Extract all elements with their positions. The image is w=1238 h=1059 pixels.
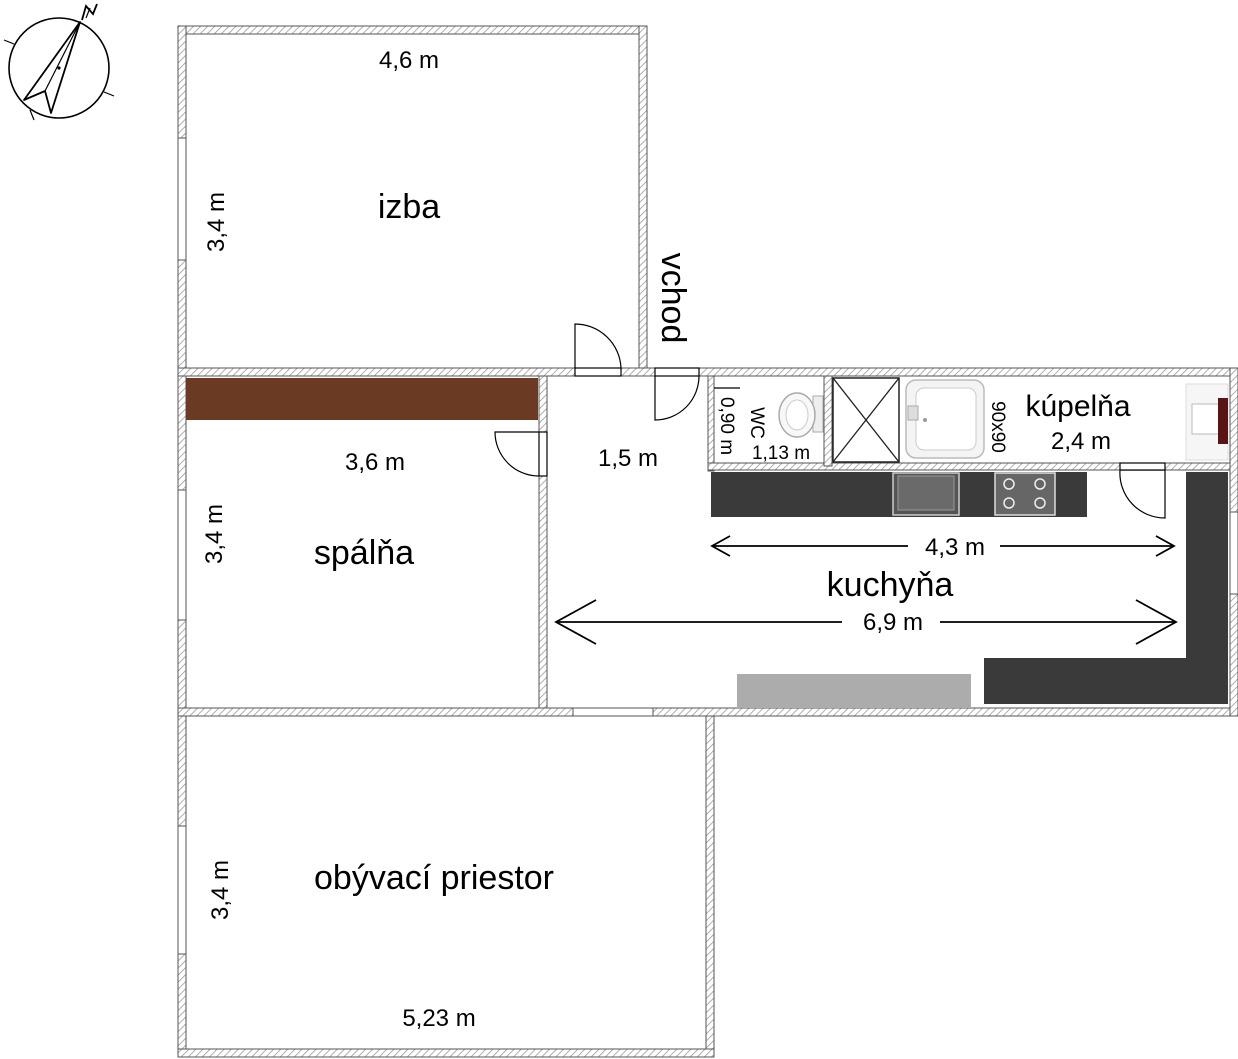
dimension-arrows bbox=[554, 535, 1178, 645]
kitchen-counter-right bbox=[1186, 472, 1228, 658]
compass bbox=[3, 3, 115, 121]
hall-width-label: 1,5 m bbox=[598, 445, 658, 472]
shower-size-label: 90x90 bbox=[987, 401, 1008, 453]
obyvaci-depth-label: 3,4 m bbox=[207, 860, 234, 920]
dining-table bbox=[737, 674, 971, 708]
sink-icon bbox=[892, 472, 960, 516]
counter-length-label: 4,3 m bbox=[925, 534, 985, 561]
obyvaci-name-label: obývací priestor bbox=[314, 859, 554, 897]
windows bbox=[177, 137, 1238, 955]
kupelna-width-label: 2,4 m bbox=[1051, 428, 1111, 455]
north-arrow-icon bbox=[81, 3, 98, 21]
toilet-icon bbox=[778, 392, 824, 438]
obyvaci-width-label: 5,23 m bbox=[402, 1005, 475, 1032]
wc-depth-label: 0,90 m bbox=[716, 397, 737, 455]
kuchyna-name-label: kuchyňa bbox=[827, 566, 954, 604]
kuchyna-length-label: 6,9 m bbox=[863, 609, 923, 636]
izba-name-label: izba bbox=[378, 188, 440, 226]
wardrobe bbox=[186, 378, 538, 420]
spalna-depth-label: 3,4 m bbox=[201, 504, 228, 564]
entrance-label: vchod bbox=[654, 253, 692, 344]
spalna-width-label: 3,6 m bbox=[345, 449, 405, 476]
kupelna-name-label: kúpelňa bbox=[1025, 390, 1130, 423]
shower-icon bbox=[832, 377, 900, 463]
stove-icon bbox=[994, 472, 1056, 516]
kitchen-counter-bottom bbox=[984, 658, 1228, 704]
doors bbox=[494, 323, 1166, 519]
wc-name-label: WC bbox=[746, 407, 767, 439]
washbasin-icon bbox=[1185, 383, 1229, 461]
izba-width-label: 4,6 m bbox=[379, 47, 439, 74]
spalna-name-label: spálňa bbox=[314, 534, 414, 572]
izba-depth-label: 3,4 m bbox=[203, 192, 230, 252]
bathtub-icon bbox=[905, 379, 985, 459]
wc-width-label: 1,13 m bbox=[752, 443, 810, 464]
